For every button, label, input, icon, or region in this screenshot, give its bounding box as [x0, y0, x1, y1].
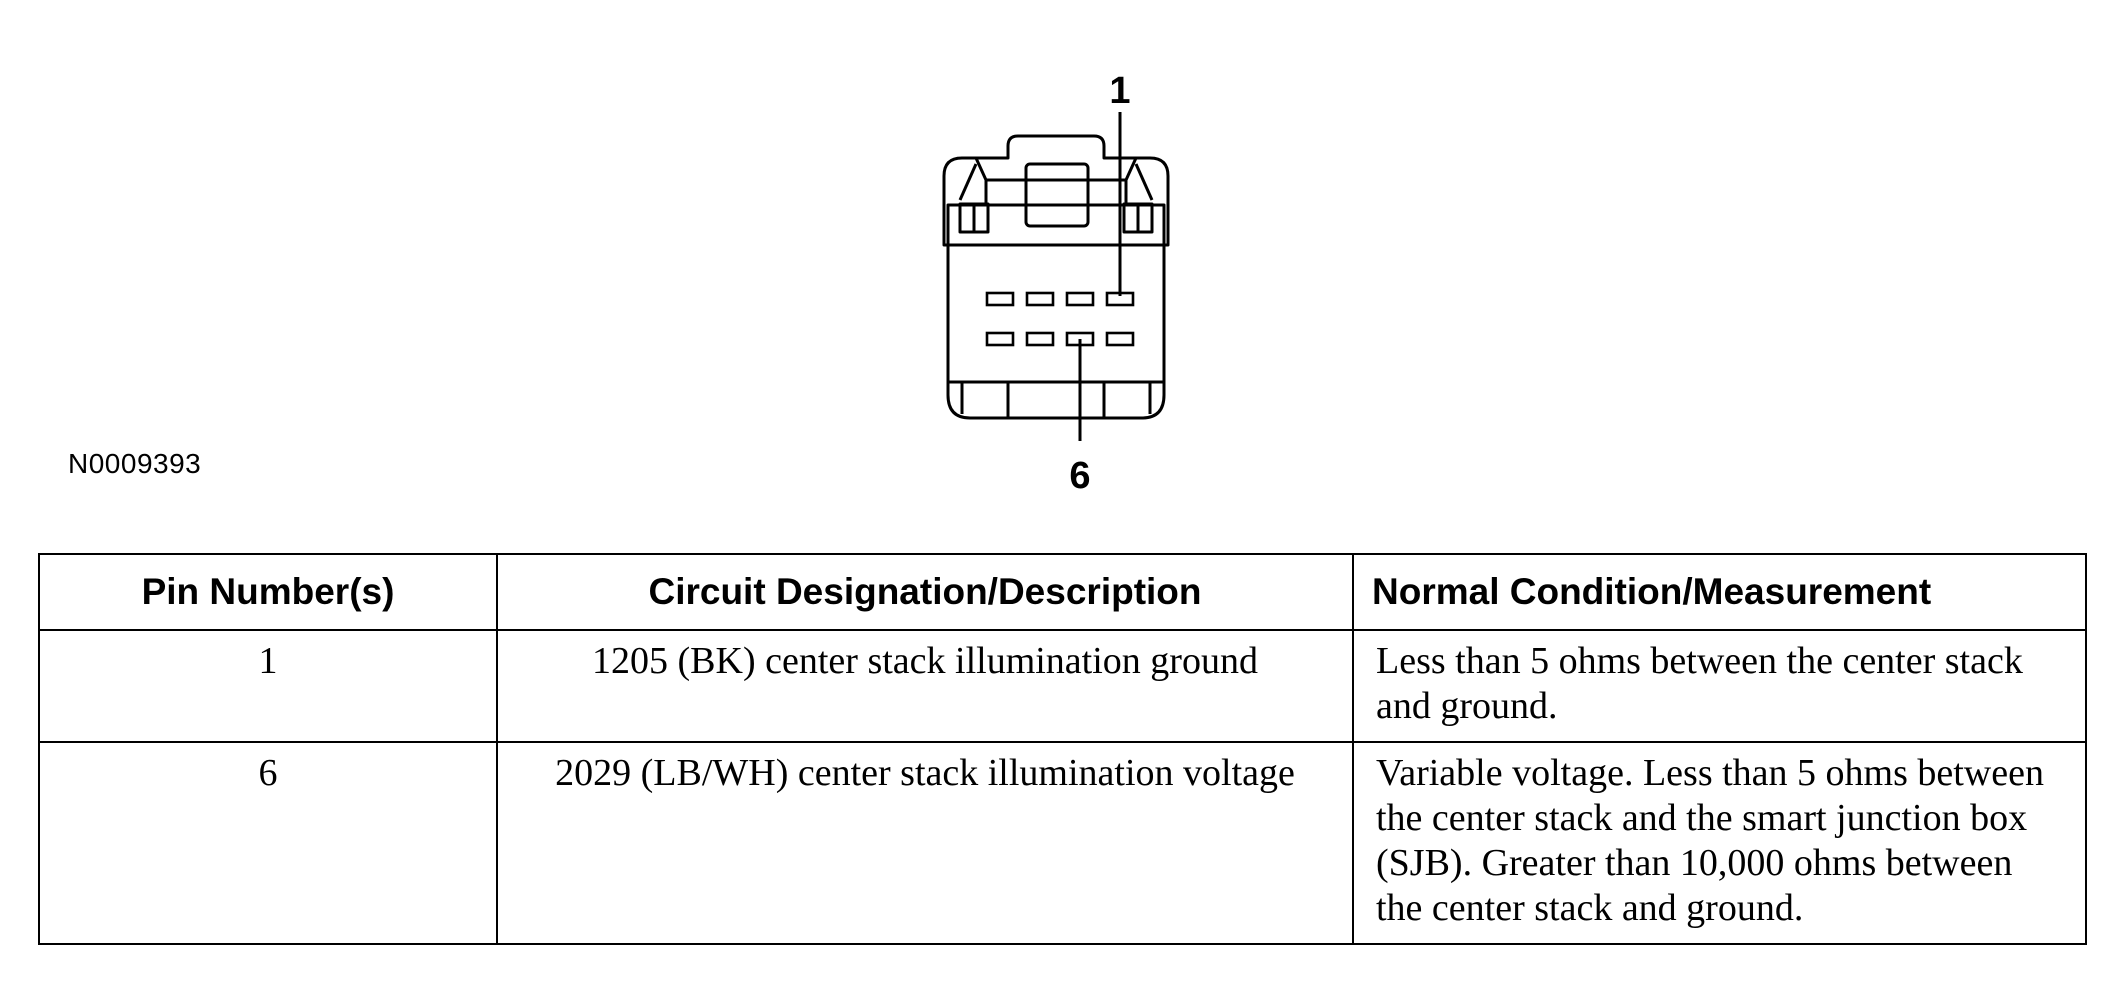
connector-body [946, 203, 1166, 420]
cell-circuit: 2029 (LB/WH) center stack illumination v… [496, 741, 1354, 945]
pin-table: Pin Number(s) Circuit Designation/Descri… [38, 553, 2087, 945]
table-header-row: Pin Number(s) Circuit Designation/Descri… [38, 553, 2087, 631]
connector-diagram: 1 6 [900, 60, 1300, 500]
header-pin-numbers: Pin Number(s) [38, 553, 498, 631]
pin-cavity [1065, 291, 1095, 307]
bottom-key [1006, 380, 1106, 420]
cell-circuit: 1205 (BK) center stack illumination grou… [496, 629, 1354, 743]
header-condition: Normal Condition/Measurement [1352, 553, 2087, 631]
pin-cavity [1025, 291, 1055, 307]
figure-id-label: N0009393 [68, 448, 202, 479]
cell-pin: 1 [38, 629, 498, 743]
callout-label-6: 6 [1069, 455, 1090, 497]
header-circuit: Circuit Designation/Description [496, 553, 1354, 631]
pin-cavity [1105, 331, 1135, 347]
pin-cavity [985, 291, 1015, 307]
cell-pin: 6 [38, 741, 498, 945]
locking-tab [1024, 162, 1090, 228]
table-row: 1 1205 (BK) center stack illumination gr… [38, 629, 2087, 743]
pin-cavity [1025, 331, 1055, 347]
connector-housing-top [942, 134, 1170, 247]
cell-condition: Less than 5 ohms between the center stac… [1352, 629, 2087, 743]
cell-condition: Variable voltage. Less than 5 ohms betwe… [1352, 741, 2087, 945]
table-row: 6 2029 (LB/WH) center stack illumination… [38, 741, 2087, 945]
callout-label-1: 1 [1109, 70, 1130, 112]
pin-cavity [985, 331, 1015, 347]
connector-face-drawing: 1 6 [942, 70, 1170, 497]
